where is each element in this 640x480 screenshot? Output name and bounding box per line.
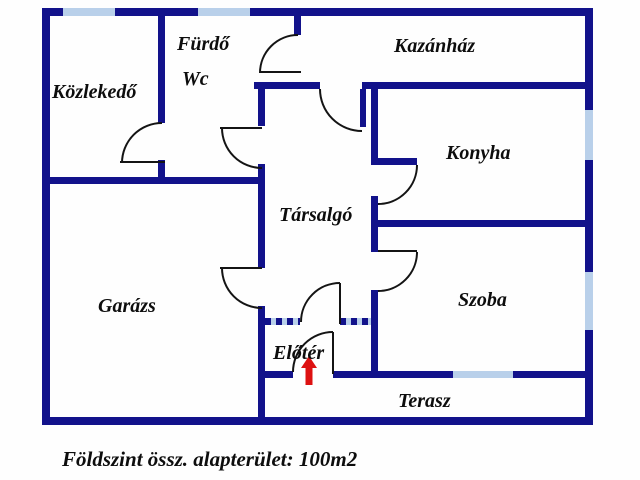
- wall-kozlekedo-furdo-lower: [158, 160, 165, 178]
- door-arc-konyha: [377, 164, 418, 205]
- door-arc-tarsalgo-eloter: [300, 282, 341, 323]
- room-labels: Közlekedő Fürdő Wc Kazánház Konyha Társa…: [51, 33, 510, 412]
- room-label-szoba: Szoba: [458, 289, 507, 311]
- windows: [63, 8, 593, 378]
- wall-konyha-door-stub: [371, 158, 417, 165]
- wall-garazs-top: [46, 177, 265, 184]
- wall-kazanhaz-bottom-east: [362, 82, 585, 89]
- door-arc-furdo-kozlekedo: [121, 122, 163, 164]
- room-label-wc: Wc: [182, 68, 209, 90]
- door-arc-kazanhaz-tarsalgo: [319, 88, 363, 132]
- wall-tarsalgo-eloter-terasz-west: [258, 306, 265, 425]
- window-right-szoba: [585, 272, 593, 330]
- room-label-garazs: Garázs: [98, 295, 156, 317]
- room-label-eloter: Előtér: [272, 342, 324, 364]
- wall-outer-bottom: [42, 417, 593, 425]
- room-label-kazanhaz: Kazánház: [393, 35, 475, 57]
- wall-tarsalgo-konyha-upper: [371, 89, 378, 165]
- door-arc-garazs: [221, 267, 263, 309]
- outer-walls: [42, 8, 593, 425]
- wall-tarsalgo-konyha-lower: [371, 196, 378, 252]
- room-label-furdo: Fürdő: [176, 33, 231, 55]
- wall-kazanhaz-bottom-west: [254, 82, 320, 89]
- door-arc-wc-tarsalgo: [221, 127, 263, 169]
- wall-tarsalgo-szoba-lower: [371, 290, 378, 378]
- wall-outer-top: [42, 8, 593, 16]
- room-label-konyha: Konyha: [445, 142, 510, 164]
- room-label-kozlekedo: Közlekedő: [51, 81, 138, 103]
- wall-kozlekedo-furdo-upper: [158, 16, 165, 123]
- dashed-openings: [265, 318, 371, 325]
- wall-tarsalgo-west-upper: [258, 89, 265, 126]
- window-top-kozlekedo: [63, 8, 115, 16]
- room-label-terasz: Terasz: [398, 390, 451, 412]
- entrance-arrow-icon: [301, 356, 317, 385]
- window-top-furdo: [198, 8, 250, 16]
- room-label-tarsalgo: Társalgó: [279, 204, 352, 226]
- window-right-konyha: [585, 110, 593, 160]
- wall-outer-left: [42, 8, 50, 425]
- door-arc-furdo-kazanhaz: [259, 34, 299, 74]
- window-szoba-terasz: [453, 371, 513, 378]
- door-arc-szoba: [377, 251, 418, 292]
- wall-furdo-kazanhaz-stub: [294, 16, 301, 35]
- door-swings: [120, 34, 418, 374]
- floor-caption: Földszint össz. alapterület: 100m2: [61, 447, 358, 471]
- wall-outer-right: [585, 8, 593, 425]
- dashed-underlay-west: [265, 318, 300, 325]
- door-leaf-kazanhaz: [360, 89, 366, 127]
- wall-eloter-south-west: [265, 371, 293, 378]
- door-arc-entrance: [292, 331, 334, 373]
- wall-tarsalgo-west-mid: [258, 164, 265, 268]
- wall-konyha-szoba: [378, 220, 585, 227]
